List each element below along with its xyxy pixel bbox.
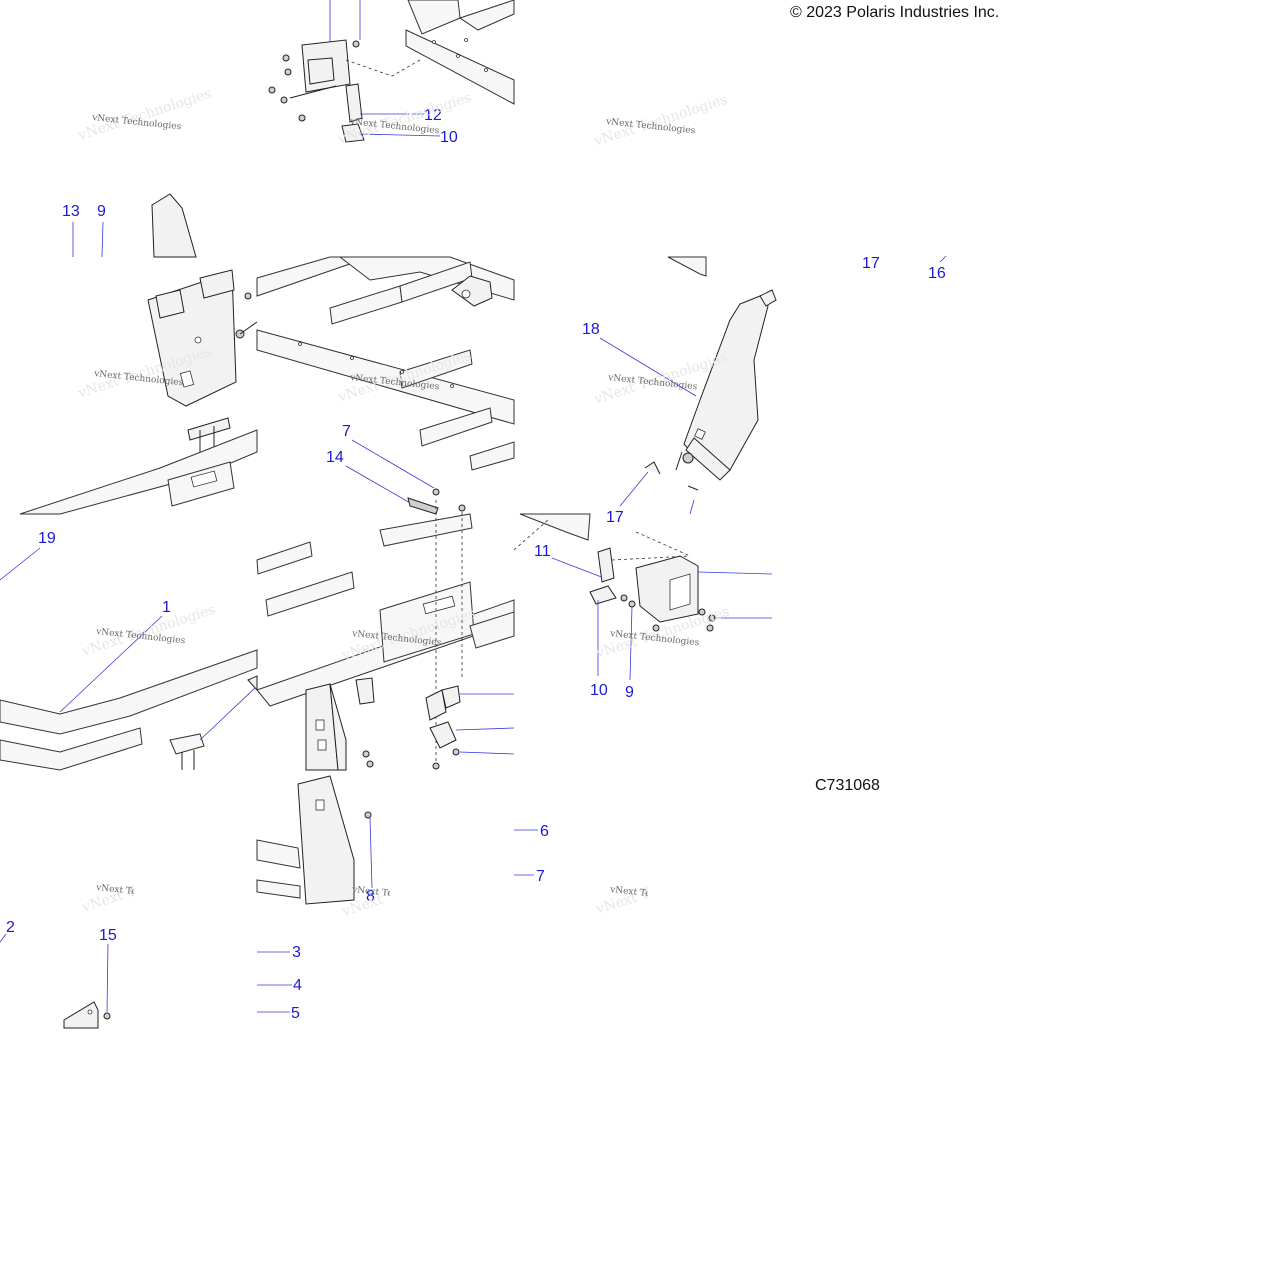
callout-9-lower: 9 — [625, 605, 634, 701]
copyright-notice: © 2023 Polaris Industries Inc. — [790, 4, 1000, 21]
frame-corner-top — [405, 0, 515, 105]
svg-text:12: 12 — [424, 107, 442, 124]
svg-text:15: 15 — [99, 927, 117, 944]
svg-text:8: 8 — [366, 888, 375, 905]
callout-3: 3 — [257, 944, 301, 961]
svg-text:16: 16 — [928, 265, 946, 282]
intake-duct — [644, 289, 777, 491]
upright-bracket-left — [147, 193, 258, 452]
svg-text:3: 3 — [292, 944, 301, 961]
callout-18: 18 — [582, 321, 697, 397]
frame-left — [19, 429, 258, 515]
rear-bracket-assembly — [589, 531, 773, 632]
callout-15: 15 — [99, 927, 117, 1020]
frame-piece-lower-right — [513, 513, 591, 551]
support-column-base — [256, 775, 372, 905]
svg-text:19: 19 — [38, 530, 56, 547]
callout-12: 12 — [360, 107, 442, 124]
callout-6: 6 — [514, 823, 549, 840]
svg-text:9: 9 — [625, 684, 634, 701]
svg-text:13: 13 — [62, 203, 80, 220]
callout-10-top: 10 — [359, 129, 458, 146]
callout-4: 4 — [257, 977, 302, 994]
svg-text:4: 4 — [293, 977, 302, 994]
svg-text:14: 14 — [326, 449, 344, 466]
callout-10-lower: 10 — [590, 600, 608, 699]
frame-rail-lower — [0, 649, 258, 771]
dash-alignment-lines — [435, 500, 463, 770]
svg-text:18: 18 — [582, 321, 600, 338]
callout-9-left: 9 — [97, 203, 106, 258]
main-frame-ladder — [256, 256, 515, 471]
callout-2: 2 — [0, 919, 15, 943]
svg-text:9: 9 — [97, 203, 106, 220]
callout-5: 5 — [257, 1005, 300, 1022]
strap-leaders — [455, 693, 515, 755]
callout-16: 16 — [928, 255, 947, 282]
callout-8: 8 — [366, 817, 375, 905]
svg-text:17: 17 — [606, 509, 624, 526]
top-bracket-assembly — [268, 0, 421, 143]
callout-11: 11 — [534, 543, 605, 579]
callout-17-mid: 17 — [606, 471, 695, 526]
watermarks-clipped: vNext Technologies vNext Technologies vN… — [80, 870, 648, 920]
callout-14: 14 — [326, 449, 439, 515]
support-column-center — [305, 683, 374, 771]
svg-text:1: 1 — [162, 599, 171, 616]
callout-17-top: 17 — [862, 255, 880, 272]
callout-7-lower: 7 — [514, 868, 545, 885]
svg-text:11: 11 — [534, 543, 551, 560]
pin-center — [458, 504, 466, 512]
small-bracket-bottom-left — [63, 1001, 99, 1029]
figure-id: C731068 — [815, 777, 880, 794]
frame-piece-right — [667, 256, 707, 277]
callout-19: 19 — [0, 530, 56, 581]
svg-text:7: 7 — [342, 423, 351, 440]
svg-text:7: 7 — [536, 868, 545, 885]
callout-1: 1 — [59, 599, 171, 713]
svg-text:2: 2 — [6, 919, 15, 936]
svg-text:5: 5 — [291, 1005, 300, 1022]
frame-ladder-lower — [256, 513, 515, 707]
callout-7-center: 7 — [342, 423, 440, 496]
svg-text:17: 17 — [862, 255, 880, 272]
strap-clamps — [425, 685, 461, 770]
svg-text:10: 10 — [590, 682, 608, 699]
svg-text:10: 10 — [440, 129, 458, 146]
svg-text:6: 6 — [540, 823, 549, 840]
callout-13: 13 — [62, 203, 80, 257]
